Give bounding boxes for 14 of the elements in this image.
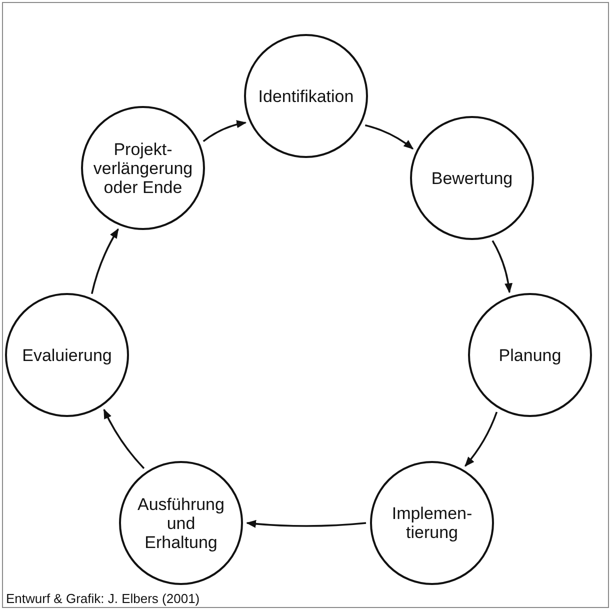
arrow <box>90 228 119 294</box>
arrow <box>464 412 498 467</box>
arrow <box>103 408 145 469</box>
step-label: Planung <box>498 346 562 364</box>
step-label: Evaluierung <box>21 346 113 364</box>
step-label: Identifikation <box>257 86 355 106</box>
step-label: Projekt- verlängerung oder Ende <box>92 140 194 196</box>
arrow <box>364 124 414 150</box>
step-label: Ausführung und Erhaltung <box>136 494 226 552</box>
step-label: Bewertung <box>430 168 514 188</box>
arrow <box>246 520 366 528</box>
caption: Entwurf & Grafik: J. Elbers (2001) <box>6 590 200 608</box>
step-label: Implemen- tierung <box>390 504 474 542</box>
arrow <box>492 240 512 294</box>
